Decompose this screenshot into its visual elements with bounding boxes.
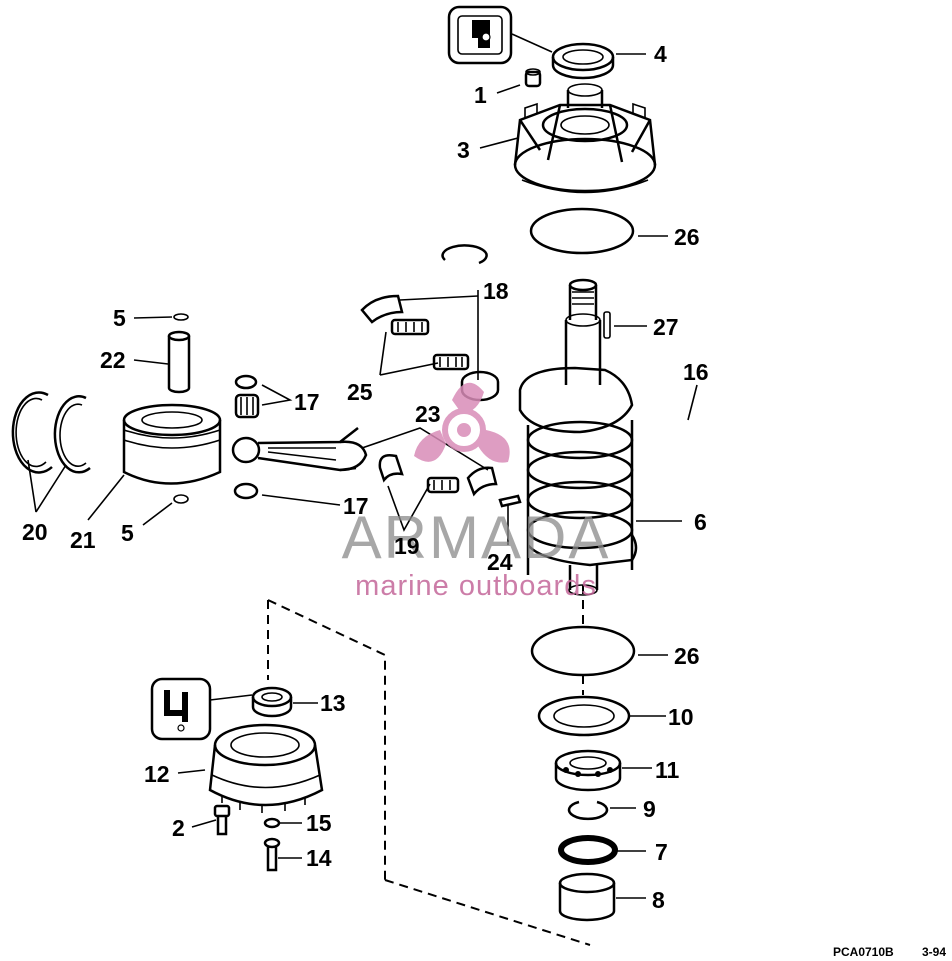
callout-labels: 1 2 3 4 5 5 6 7 8 9 10 11 12 13 14 15 16…: [22, 41, 709, 913]
piston-rings-20-part: [11, 391, 91, 474]
callout-18: 18: [483, 278, 509, 304]
callout-7: 7: [655, 839, 668, 865]
callout-5-lower: 5: [121, 520, 134, 546]
upper-bearing-housing-3-part: [513, 83, 657, 194]
figure-date: 3-94: [922, 945, 946, 959]
callout-17-lower: 17: [343, 493, 369, 519]
seal-7-part: [558, 835, 618, 865]
callout-6: 6: [694, 509, 707, 535]
retainer-5-lower-part: [173, 494, 189, 504]
retaining-ring-18-part: [441, 244, 488, 265]
lower-bearing-housing-12-part: [208, 723, 324, 813]
callout-2: 2: [172, 815, 185, 841]
o-ring-26-upper-part: [529, 207, 635, 255]
figure-reference: PCA0710B 3-94: [833, 945, 946, 959]
figure-code: PCA0710B: [833, 945, 894, 959]
ball-bearing-11-part: [554, 749, 622, 792]
sealant-callout-icon-bottom: [150, 677, 253, 741]
wrist-pin-22-part: [167, 330, 191, 394]
leader-lines: [27, 53, 698, 899]
piston-21-part: [122, 403, 222, 485]
bearing-cage-25-part: [360, 294, 500, 402]
callout-3: 3: [457, 137, 470, 163]
callout-25: 25: [347, 379, 373, 405]
screw-14-part: [263, 837, 281, 872]
callout-1: 1: [474, 82, 487, 108]
sealant-callout-icon-top: [447, 5, 553, 65]
screw-2-part: [213, 804, 231, 836]
callout-5-upper: 5: [113, 305, 126, 331]
callout-16: 16: [683, 359, 709, 385]
callout-19: 19: [394, 533, 420, 559]
washer-15-part: [263, 817, 281, 829]
callout-10: 10: [668, 704, 694, 730]
callout-27: 27: [653, 314, 679, 340]
connecting-rod-part: [231, 427, 368, 472]
o-ring-26-lower-part: [530, 625, 636, 677]
callout-22: 22: [100, 347, 126, 373]
callout-15: 15: [306, 810, 332, 836]
seal-13-part: [251, 686, 293, 718]
watermark: ARMADA marine outboards: [342, 382, 611, 602]
callout-13: 13: [320, 690, 346, 716]
callout-26-upper: 26: [674, 224, 700, 250]
watermark-brand: ARMADA: [342, 504, 611, 571]
callout-17-upper: 17: [294, 389, 320, 415]
callout-11: 11: [655, 757, 680, 783]
callout-21: 21: [70, 527, 96, 553]
needle-bearing-17-upper-part: [234, 374, 260, 419]
callout-23: 23: [415, 401, 441, 427]
crankshaft-6-part: [518, 278, 638, 596]
bearing-halves-19-part: [378, 454, 460, 494]
callout-14: 14: [306, 845, 332, 871]
propeller-logo-icon: [414, 382, 510, 463]
dowel-pin-1-part: [524, 68, 542, 88]
rod-cap-23-part: [466, 466, 498, 497]
callout-24: 24: [487, 549, 513, 575]
assembly-guide-lines: [267, 585, 591, 946]
seal-4-part: [551, 42, 615, 80]
callout-12: 12: [144, 761, 170, 787]
watermark-tagline: marine outboards: [355, 570, 597, 602]
callout-4: 4: [654, 41, 667, 67]
thrust-washer-10-part: [537, 695, 631, 737]
callout-8: 8: [652, 887, 665, 913]
screw-24-part: [498, 494, 522, 508]
key-27-part: [603, 311, 611, 339]
sleeve-8-part: [558, 872, 616, 922]
needle-bearing-17-lower-part: [233, 482, 259, 500]
callout-9: 9: [643, 796, 656, 822]
retaining-ring-9-part: [567, 800, 609, 821]
callout-20: 20: [22, 519, 48, 545]
retainer-5-upper-part: [173, 313, 189, 321]
callout-26-lower: 26: [674, 643, 700, 669]
